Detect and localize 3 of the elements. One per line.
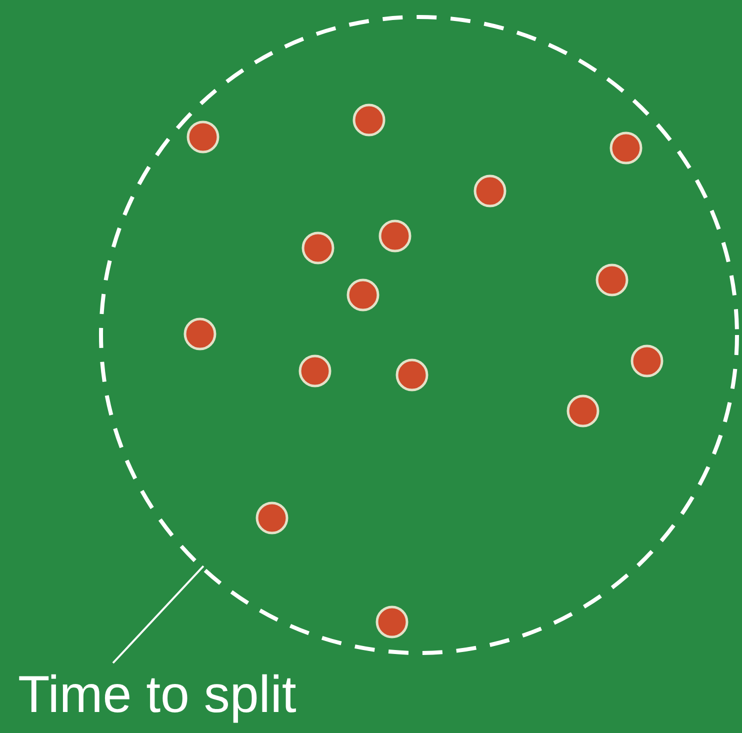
leader-line <box>112 565 204 664</box>
dashed-circle <box>98 14 740 656</box>
caption-text: Time to split <box>18 664 296 726</box>
